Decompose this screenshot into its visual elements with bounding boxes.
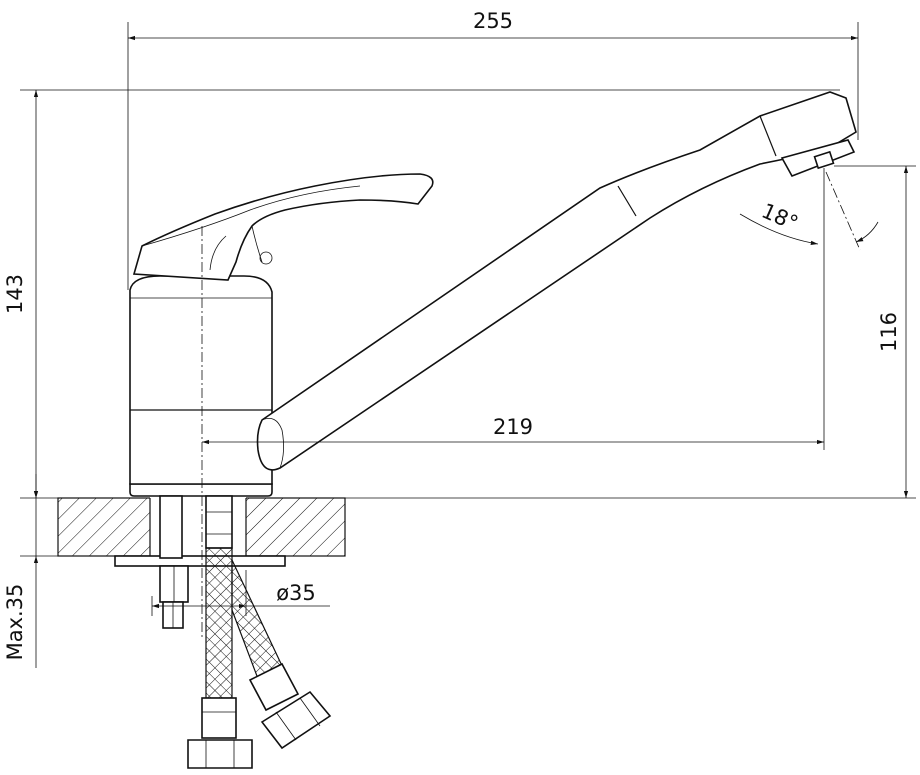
dim-overall-length: 255 [127, 9, 859, 290]
dim-overall-height-label: 143 [3, 274, 27, 314]
dim-overall-length-label: 255 [473, 9, 513, 33]
mounting-stud [159, 495, 189, 629]
hose-hot [187, 495, 253, 769]
dim-spout-reach-label: 219 [493, 415, 533, 439]
dim-mounting-hole-label: ø35 [276, 581, 316, 605]
dim-counter-thickness: Max.35 [3, 474, 115, 668]
dim-outlet-height-label: 116 [877, 312, 901, 352]
faucet-body [129, 275, 273, 497]
backing-plate [114, 555, 286, 567]
dim-aerator-angle-label: 18° [758, 199, 802, 236]
dim-spout-reach: 219 [202, 168, 825, 450]
dim-counter-thickness-label: Max.35 [3, 584, 27, 661]
hose-cold [231, 559, 332, 750]
dim-aerator-angle: 18° [739, 199, 879, 246]
aerator [813, 150, 835, 170]
dim-mounting-hole: ø35 [151, 570, 330, 616]
countertop [57, 496, 346, 567]
dim-overall-height: 143 [3, 89, 840, 499]
spout [256, 91, 857, 471]
dim-outlet-height: 116 [272, 165, 916, 499]
lever-handle [132, 173, 434, 281]
